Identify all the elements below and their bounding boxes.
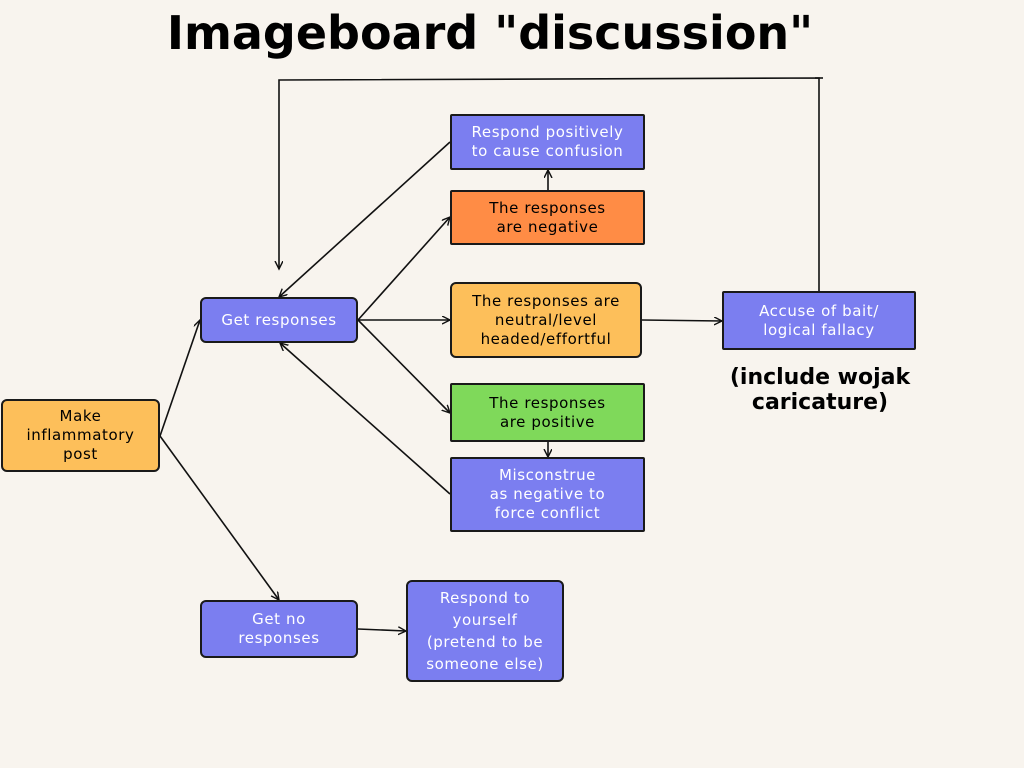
diagram-title: Imageboard "discussion" (166, 6, 814, 60)
edge-responses-to-negative (357, 217, 450, 321)
edge-misconstrue-to-responses (280, 343, 451, 495)
misconstrue-node: Misconstrue as negative to force conflic… (450, 457, 645, 532)
edge-accuse-loop-back (279, 77, 820, 291)
wojak-note: (include wojak caricature) (729, 365, 911, 415)
responses-negative-node: The responses are negative (450, 190, 645, 245)
accuse-node: Accuse of bait/ logical fallacy (722, 291, 916, 350)
edge-post-to-no-responses (159, 435, 279, 600)
responses-neutral-node: The responses are neutral/level headed/e… (450, 282, 642, 358)
get-no-responses-node: Get no responses (200, 600, 358, 658)
respond-to-yourself-node: Respond to yourself (pretend to be someo… (406, 580, 564, 682)
make-post-node: Make inflammatory post (1, 399, 160, 472)
edge-no-responses-to-self (357, 629, 406, 631)
edge-neutral-to-accuse (641, 320, 722, 321)
get-responses-node: Get responses (200, 297, 358, 343)
responses-positive-node: The responses are positive (450, 383, 645, 442)
edge-responses-to-positive (357, 319, 450, 413)
edge-respond-positively-to-responses (279, 141, 451, 297)
edge-post-to-responses (159, 320, 200, 437)
respond-positively-node: Respond positively to cause confusion (450, 114, 645, 170)
